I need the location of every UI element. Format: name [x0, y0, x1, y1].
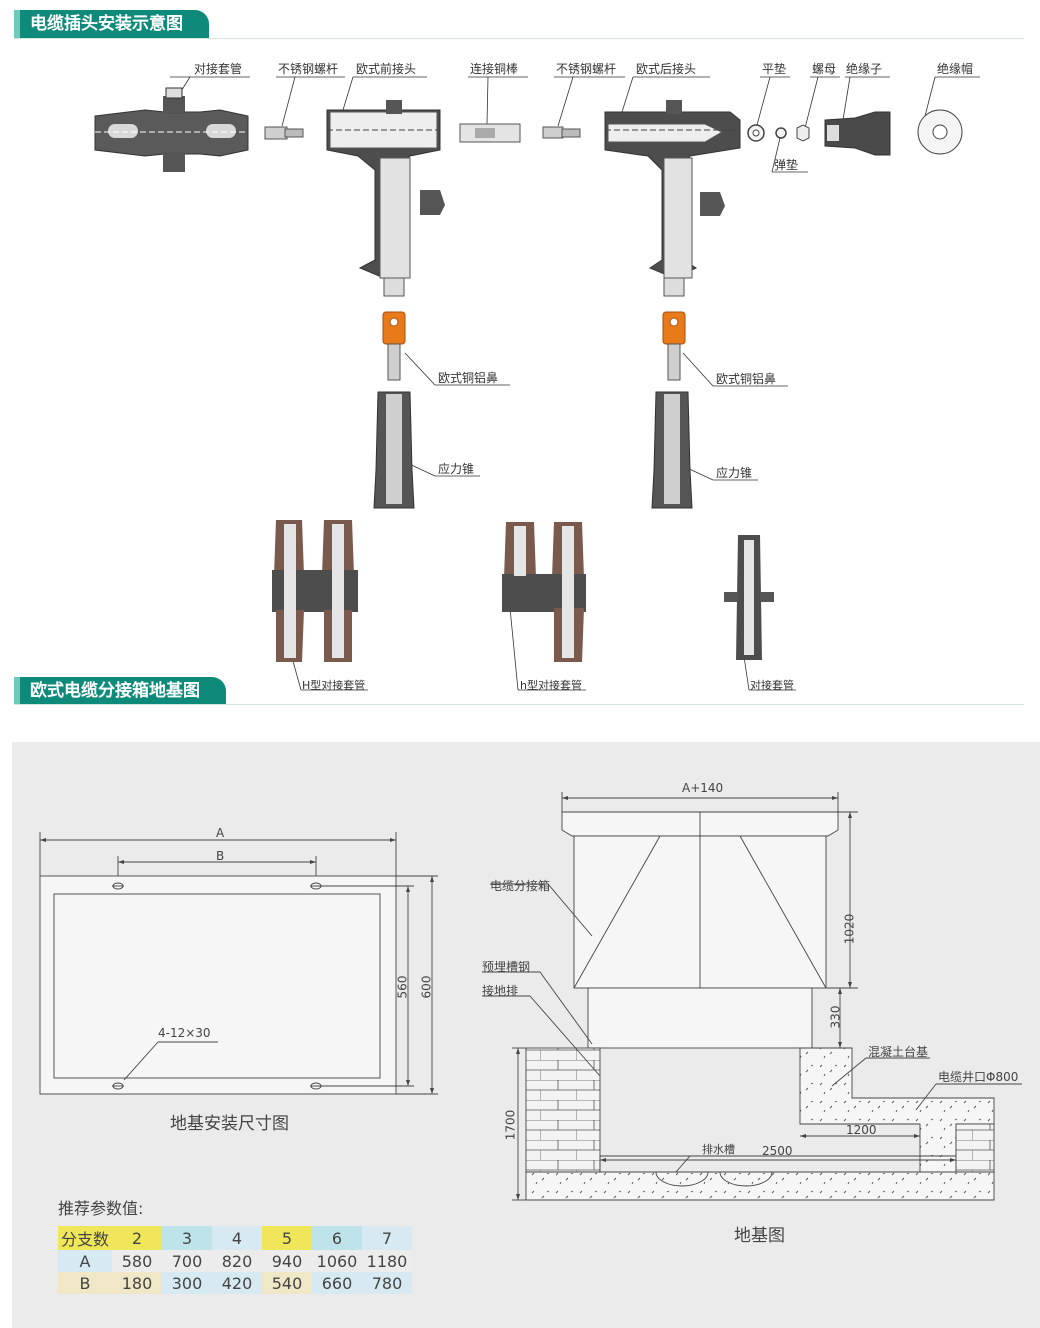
label-h-lower-bushing: h型对接套管: [520, 679, 582, 692]
divider: [14, 704, 1024, 705]
dim-a-plus-140: A+140: [682, 781, 724, 795]
label-drain: 排水槽: [702, 1143, 735, 1156]
label-nut: 螺母: [812, 62, 837, 76]
label-ground-bar: 接地排: [482, 984, 519, 998]
label-channel-steel: 预埋槽钢: [482, 960, 531, 974]
params-count: 5: [262, 1226, 312, 1250]
params-row-a-label: A: [58, 1250, 112, 1272]
label-lug-front: 欧式铜铝鼻: [438, 371, 499, 385]
params-cell: 180: [112, 1272, 162, 1294]
label-ss-bolt-2: 不锈钢螺杆: [556, 62, 617, 76]
dim-1020: 1020: [842, 913, 857, 945]
params-cell: 940: [262, 1250, 312, 1272]
params-cell: 660: [312, 1272, 362, 1294]
label-front-connector: 欧式前接头: [356, 62, 417, 76]
params-count: 4: [212, 1226, 262, 1250]
params-header-row: 分支数 2 3 4 5 6 7: [58, 1226, 412, 1250]
params-cell: 780: [362, 1272, 412, 1294]
params-row-b: B 180 300 420 540 660 780: [58, 1272, 412, 1294]
label-ss-bolt-1: 不锈钢螺杆: [278, 62, 339, 76]
label-stress-cone-rear: 应力锥: [716, 466, 753, 480]
params-title: 推荐参数值:: [58, 1199, 144, 1218]
label-lug-rear: 欧式铜铝鼻: [716, 372, 777, 386]
label-bushing-small: 对接套管: [750, 679, 794, 692]
params-count: 7: [362, 1226, 412, 1250]
label-h-bushing: H型对接套管: [302, 679, 366, 692]
section-title-foundation: 欧式电缆分接箱地基图: [14, 677, 226, 705]
section-caption: 地基图: [734, 1226, 785, 1246]
label-insulation-cap: 绝缘帽: [937, 62, 974, 76]
label-stress-cone-front: 应力锥: [438, 462, 475, 476]
params-cell: 700: [162, 1250, 212, 1272]
label-insulator: 绝缘子: [846, 62, 883, 76]
params-cell: 1060: [312, 1250, 362, 1272]
dim-330: 330: [828, 1005, 843, 1029]
dim-1200: 1200: [846, 1123, 877, 1137]
params-cell: 1180: [362, 1250, 412, 1272]
dim-holes: 4-12×30: [158, 1026, 211, 1040]
params-cell: 820: [212, 1250, 262, 1272]
label-cabinet: 电缆分接箱: [490, 879, 551, 893]
section-title-text: 电缆插头安装示意图: [30, 14, 183, 34]
label-bushing: 对接套管: [194, 62, 243, 76]
dim-2500: 2500: [762, 1144, 793, 1158]
section-title-plug-install: 电缆插头安装示意图: [14, 10, 209, 38]
section-title-text: 欧式电缆分接箱地基图: [30, 681, 200, 701]
label-rear-connector: 欧式后接头: [636, 62, 697, 76]
params-table: 分支数 2 3 4 5 6 7 A 580 700 820 940 1060 1…: [58, 1226, 412, 1294]
params-count: 6: [312, 1226, 362, 1250]
params-row-b-label: B: [58, 1272, 112, 1294]
params-cell: 580: [112, 1250, 162, 1272]
label-spring-washer: 弹垫: [774, 158, 799, 172]
divider: [14, 38, 1024, 39]
exploded-view-diagram: [94, 76, 980, 691]
params-cell: 540: [262, 1272, 312, 1294]
params-header-label: 分支数: [58, 1226, 112, 1250]
params-count: 3: [162, 1226, 212, 1250]
dim-1700: 1700: [503, 1109, 518, 1141]
label-copper-rod: 连接铜棒: [470, 62, 519, 76]
params-count: 2: [112, 1226, 162, 1250]
label-concrete-base: 混凝土台基: [868, 1045, 929, 1059]
params-cell: 420: [212, 1272, 262, 1294]
dim-a: A: [216, 826, 225, 840]
params-row-a: A 580 700 820 940 1060 1180: [58, 1250, 412, 1272]
label-cable-well: 电缆井口Φ800: [938, 1070, 1019, 1084]
plan-caption: 地基安装尺寸图: [170, 1114, 289, 1134]
dim-b: B: [216, 849, 225, 863]
label-flat-washer: 平垫: [762, 62, 787, 76]
params-cell: 300: [162, 1272, 212, 1294]
